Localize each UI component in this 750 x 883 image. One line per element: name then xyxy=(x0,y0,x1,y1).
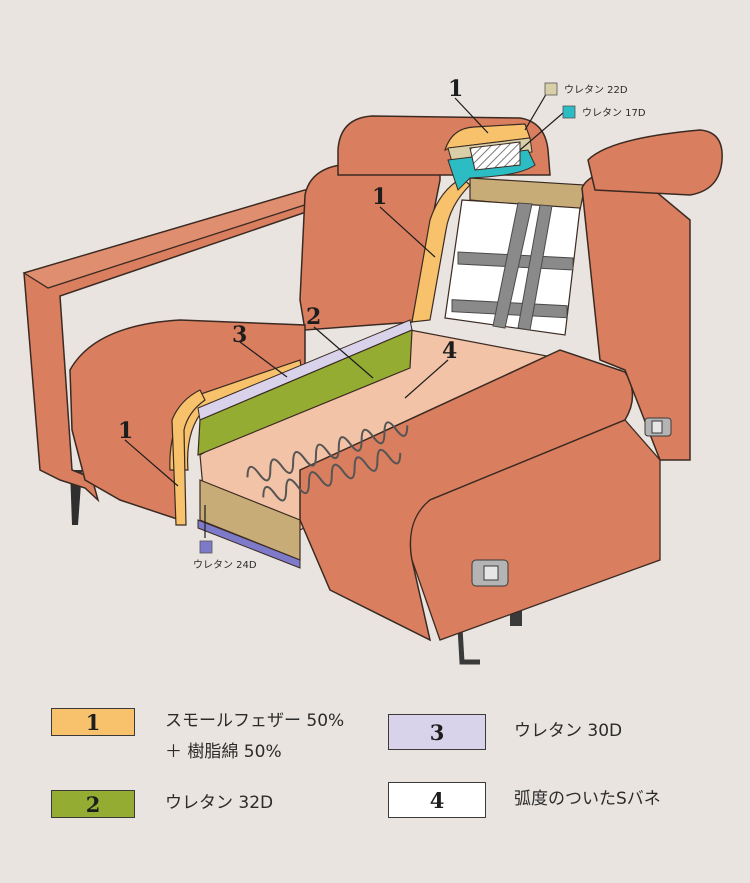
legend-swatch-3: 3 xyxy=(388,714,486,750)
callout-back-1: 1 xyxy=(372,184,387,210)
legend-swatch-2: 2 xyxy=(51,790,135,818)
s-spring-2 xyxy=(262,448,402,502)
callout-spring-4: 4 xyxy=(442,338,457,364)
legend-swatch-1: 1 xyxy=(51,708,135,736)
left-armrest-top xyxy=(22,189,322,289)
recline-switch-upper xyxy=(644,417,672,437)
legend-text-3: ウレタン 30D xyxy=(514,716,622,747)
legend-item-4: 4 弧度のついたSバネ xyxy=(388,782,661,818)
feather-layer-back xyxy=(411,177,471,323)
headrest-hatched-core xyxy=(469,141,521,171)
urethane-24d-layer xyxy=(197,519,301,569)
callout-seat-front-1: 1 xyxy=(118,418,133,444)
leader-lines xyxy=(124,90,564,538)
label-urethane-24d: ウレタン 24D xyxy=(193,559,257,571)
swatch-urethane-17d xyxy=(562,105,576,119)
recliner-footrest-mechanism xyxy=(457,627,480,665)
legend-item-3: 3 ウレタン 30D xyxy=(388,714,622,750)
legend-line: スモールフェザー 50% xyxy=(165,711,345,731)
callout-seat-3: 3 xyxy=(232,322,247,348)
recline-switch-lower xyxy=(471,559,509,587)
callout-headrest-1: 1 xyxy=(448,76,463,102)
callout-seat-2: 2 xyxy=(306,304,321,330)
label-urethane-22d: ウレタン 22D xyxy=(564,84,628,96)
legend-line: ウレタン 32D xyxy=(165,793,274,813)
legend-text-2: ウレタン 32D xyxy=(165,788,273,819)
legend-item-2: 2 ウレタン 32D xyxy=(51,790,273,819)
legend-line: ウレタン 30D xyxy=(514,721,623,741)
sofa-cutaway-diagram: 1 1 3 2 4 1 ウレタン 22D ウレタン 17D ウレタン 24D xyxy=(22,76,723,665)
legend-line: ＋ 樹脂綿 50% xyxy=(165,742,282,762)
feather-front-strip xyxy=(171,389,206,526)
legend-text-4: 弧度のついたSバネ xyxy=(514,784,661,815)
swatch-urethane-22d xyxy=(544,82,558,96)
s-spring xyxy=(246,421,409,482)
legend-text-1: スモールフェザー 50% ＋ 樹脂綿 50% xyxy=(165,706,344,768)
legend-line: 弧度のついたSバネ xyxy=(514,789,661,809)
legend-swatch-4: 4 xyxy=(388,782,486,818)
material-legend: 1 スモールフェザー 50% ＋ 樹脂綿 50% 2 ウレタン 32D 3 ウレ… xyxy=(0,690,750,883)
feather-layer-headrest xyxy=(444,123,531,152)
urethane-32d-layer xyxy=(197,329,413,456)
swatch-urethane-24d xyxy=(199,540,213,554)
headrest-right xyxy=(587,129,723,196)
legend-item-1: 1 スモールフェザー 50% ＋ 樹脂綿 50% xyxy=(51,708,344,768)
back-webbing xyxy=(451,202,574,331)
label-urethane-17d: ウレタン 17D xyxy=(582,107,646,119)
